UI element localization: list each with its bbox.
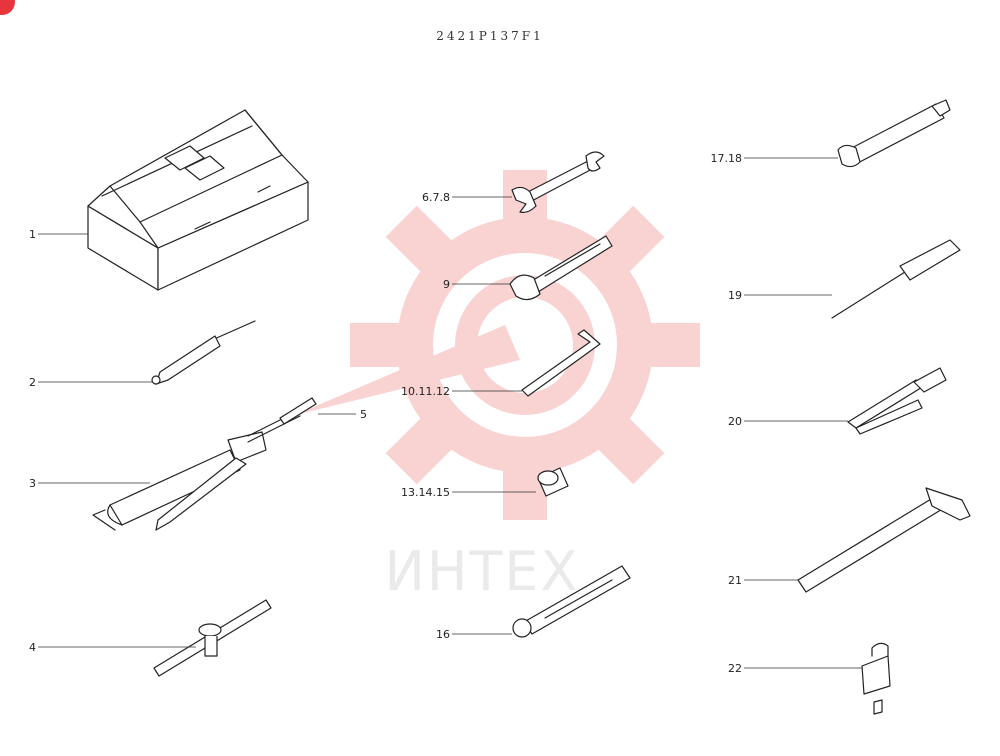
box-wrench-drawing xyxy=(837,99,951,168)
hammer-drawing xyxy=(797,487,971,593)
watermark-text: ИНТЕХ xyxy=(384,540,579,603)
grease-gun-drawing xyxy=(92,409,301,531)
callout-grease-gun: 3 xyxy=(29,477,36,490)
callout-grease-nozzle: 5 xyxy=(360,408,367,421)
callout-labels: 1 2 3 4 5 6.7.8 9 10.11.12 13.14.15 16 1… xyxy=(29,152,742,675)
socket-drawing xyxy=(537,467,569,497)
callout-screwdriver: 19 xyxy=(728,289,742,302)
callout-box-wrench: 17.18 xyxy=(711,152,743,165)
ratchet-drawing xyxy=(512,565,631,638)
screwdriver-drawing xyxy=(831,239,961,319)
tbar-wrench-drawing xyxy=(153,599,272,677)
adjustable-wrench-drawing xyxy=(509,235,613,301)
open-end-wrench-drawing xyxy=(511,151,605,213)
pliers-drawing xyxy=(847,367,947,435)
drawing-code: 2421P137F1 xyxy=(436,29,543,43)
callout-pump-handle: 2 xyxy=(29,376,36,389)
callout-hex-key: 10.11.12 xyxy=(401,385,450,398)
callout-padlock: 22 xyxy=(728,662,742,675)
callout-adjustable-wrench: 9 xyxy=(443,278,450,291)
corner-badge xyxy=(0,0,15,15)
callout-ratchet: 16 xyxy=(436,628,450,641)
callout-socket: 13.14.15 xyxy=(401,486,450,499)
callout-hammer: 21 xyxy=(728,574,742,587)
callout-toolbox: 1 xyxy=(29,228,36,241)
pump-handle-drawing xyxy=(151,320,256,385)
leader-lines xyxy=(38,157,862,669)
padlock-drawing xyxy=(861,642,891,715)
watermark: ИНТЕХ xyxy=(295,170,700,603)
callout-tbar-wrench: 4 xyxy=(29,641,36,654)
hex-key-drawing xyxy=(521,329,601,397)
callout-open-end-wrench: 6.7.8 xyxy=(422,191,450,204)
watermark-gear-icon xyxy=(295,170,700,520)
toolbox-drawing xyxy=(87,109,309,291)
grease-nozzle-drawing xyxy=(279,397,317,425)
callout-pliers: 20 xyxy=(728,415,742,428)
